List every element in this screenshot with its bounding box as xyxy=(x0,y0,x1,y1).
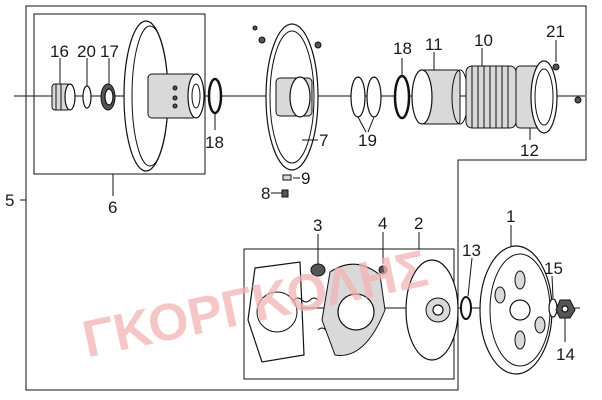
callout-1: 1 xyxy=(506,207,515,226)
callout-17: 17 xyxy=(100,42,119,61)
callout-20: 20 xyxy=(77,42,96,61)
callout-16: 16 xyxy=(50,42,69,61)
watermark-text: ΓΚΟΡΓΚΟΛΗΣ xyxy=(78,240,433,370)
callout-9: 9 xyxy=(301,169,310,188)
o-ring-18-right xyxy=(393,74,411,120)
assembly-frame-5 xyxy=(25,5,587,391)
o-ring-19-a xyxy=(350,76,366,118)
callout-3: 3 xyxy=(313,216,322,235)
spring-seat-12 xyxy=(515,60,558,134)
subassembly-frame-6 xyxy=(33,13,206,175)
callout-18-left: 18 xyxy=(205,133,224,152)
o-ring-19-b xyxy=(366,76,382,118)
clutch-carrier-2 xyxy=(405,259,459,361)
callout-13: 13 xyxy=(462,241,481,260)
clutch-plate xyxy=(247,261,305,363)
callout-21: 21 xyxy=(546,22,565,41)
nut-4 xyxy=(378,265,388,275)
callout-8: 8 xyxy=(261,184,270,203)
needle-bearing-16 xyxy=(51,83,76,111)
pin-8 xyxy=(281,189,289,198)
clutch-shoes xyxy=(321,263,386,356)
o-ring-18-left xyxy=(207,77,223,115)
callout-7: 7 xyxy=(319,131,328,150)
callout-labels: 16 20 17 18 6 5 7 18 11 10 21 19 12 9 8 … xyxy=(5,22,575,364)
callout-4: 4 xyxy=(378,214,387,233)
clutch-bell-1 xyxy=(479,245,553,375)
circlip-20 xyxy=(82,85,92,109)
callout-15: 15 xyxy=(544,259,563,278)
ball-bearing-17 xyxy=(100,83,116,111)
driven-fixed-sheave-7 xyxy=(252,23,322,171)
washer-13 xyxy=(460,296,472,320)
leader-lines xyxy=(20,40,566,342)
nut-14 xyxy=(555,299,576,319)
pin-21b xyxy=(574,96,582,104)
callout-10: 10 xyxy=(474,31,493,50)
callout-12: 12 xyxy=(520,141,539,160)
driven-sliding-sheave-6 xyxy=(123,20,205,172)
pin-21 xyxy=(552,63,560,71)
callout-14: 14 xyxy=(556,345,575,364)
callout-6: 6 xyxy=(108,198,117,217)
callout-5: 5 xyxy=(5,191,14,210)
collar-11 xyxy=(411,69,469,125)
callout-11: 11 xyxy=(425,35,443,54)
washer-15 xyxy=(548,298,558,318)
callout-18-right: 18 xyxy=(393,39,412,58)
callout-19: 19 xyxy=(358,131,377,150)
callout-2: 2 xyxy=(414,214,423,233)
driven-spring-10 xyxy=(465,65,517,129)
pin-9 xyxy=(282,174,292,181)
